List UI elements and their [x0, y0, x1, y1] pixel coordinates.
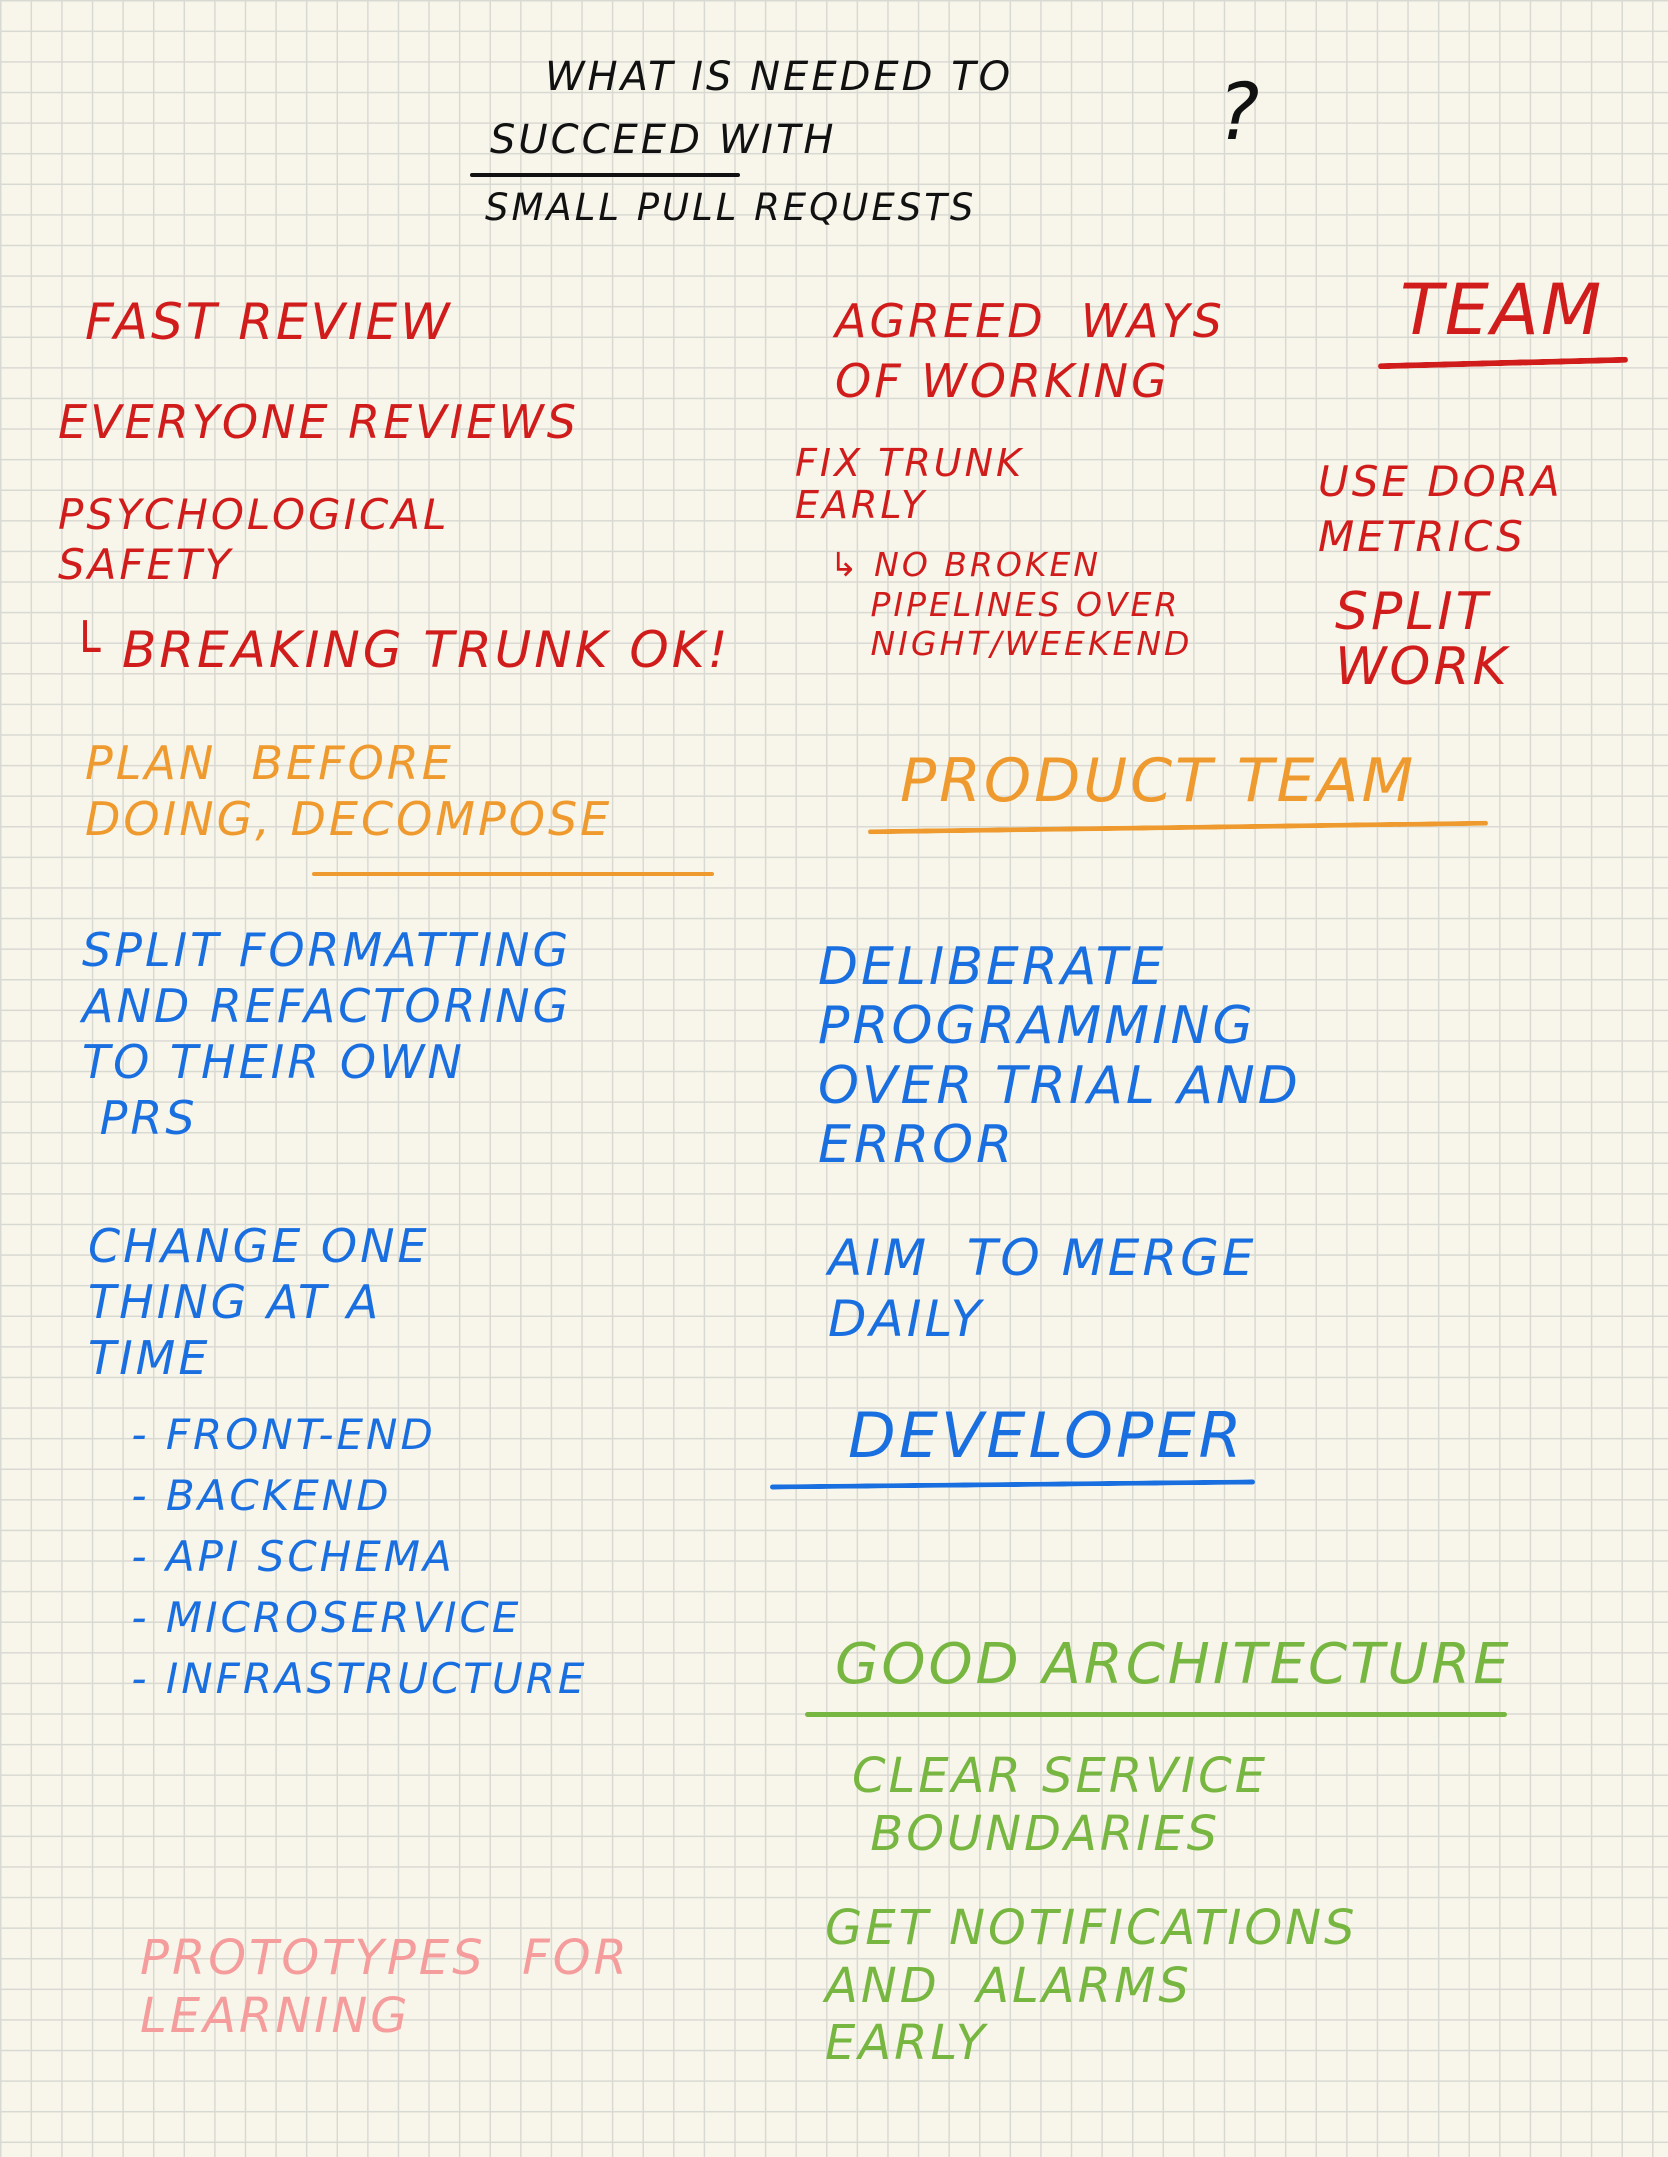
- prototypes-for-learning-note: PROTOTYPES FOR LEARNING: [140, 1930, 630, 2044]
- team-heading-underline: [1377, 356, 1629, 370]
- aim-to-merge-note: AIM TO MERGE DAILY: [828, 1229, 1257, 1348]
- product-team-underline: [867, 820, 1489, 835]
- clear-service-boundaries-note: CLEAR SERVICE BOUNDARIES: [852, 1748, 1269, 1862]
- decompose-underline: [312, 872, 714, 876]
- developer-underline: [769, 1479, 1256, 1490]
- plan-before-doing-note: PLAN BEFORE DOING, DECOMPOSE: [85, 736, 613, 847]
- psychological-safety-note: PSYCHOLOGICAL SAFETY: [58, 490, 450, 590]
- no-broken-pipelines-note: ↳ NO BROKEN PIPELINES OVER NIGHT/WEEKEND: [830, 545, 1193, 664]
- change-items-list: - FRONT-END - BACKEND - API SCHEMA - MIC…: [131, 1410, 588, 1703]
- split-work-note: SPLIT WORK: [1335, 582, 1510, 697]
- title-line-3: SMALL PULL REQUESTS: [485, 186, 977, 229]
- title-line-2: SUCCEED WITH: [490, 117, 837, 163]
- developer-heading: DEVELOPER: [848, 1399, 1245, 1472]
- team-heading: TEAM: [1400, 269, 1604, 351]
- change-one-thing-note: CHANGE ONE THING AT A TIME: [88, 1219, 430, 1386]
- notifications-alarms-note: GET NOTIFICATIONS AND ALARMS EARLY: [825, 1900, 1358, 2072]
- title-question-mark: ?: [1218, 68, 1260, 158]
- split-formatting-note: SPLIT FORMATTING AND REFACTORING TO THEI…: [82, 923, 572, 1146]
- good-architecture-heading: GOOD ARCHITECTURE: [835, 1632, 1512, 1697]
- fast-review-note: FAST REVIEW: [85, 293, 453, 351]
- title-line-1: WHAT IS NEEDED TO: [545, 54, 1014, 100]
- breaking-trunk-note: └ BREAKING TRUNK OK!: [70, 621, 731, 679]
- good-architecture-underline: [805, 1712, 1507, 1717]
- deliberate-programming-note: DELIBERATE PROGRAMMING OVER TRIAL AND ER…: [818, 937, 1301, 1175]
- product-team-heading: PRODUCT TEAM: [900, 746, 1417, 816]
- use-dora-metrics-note: USE DORA METRICS: [1318, 457, 1563, 561]
- fix-trunk-note: FIX TRUNK EARLY: [795, 441, 1024, 527]
- title-underline: [470, 173, 740, 177]
- agreed-ways-note: AGREED WAYS OF WORKING: [835, 294, 1225, 408]
- everyone-reviews-note: EVERYONE REVIEWS: [58, 395, 579, 449]
